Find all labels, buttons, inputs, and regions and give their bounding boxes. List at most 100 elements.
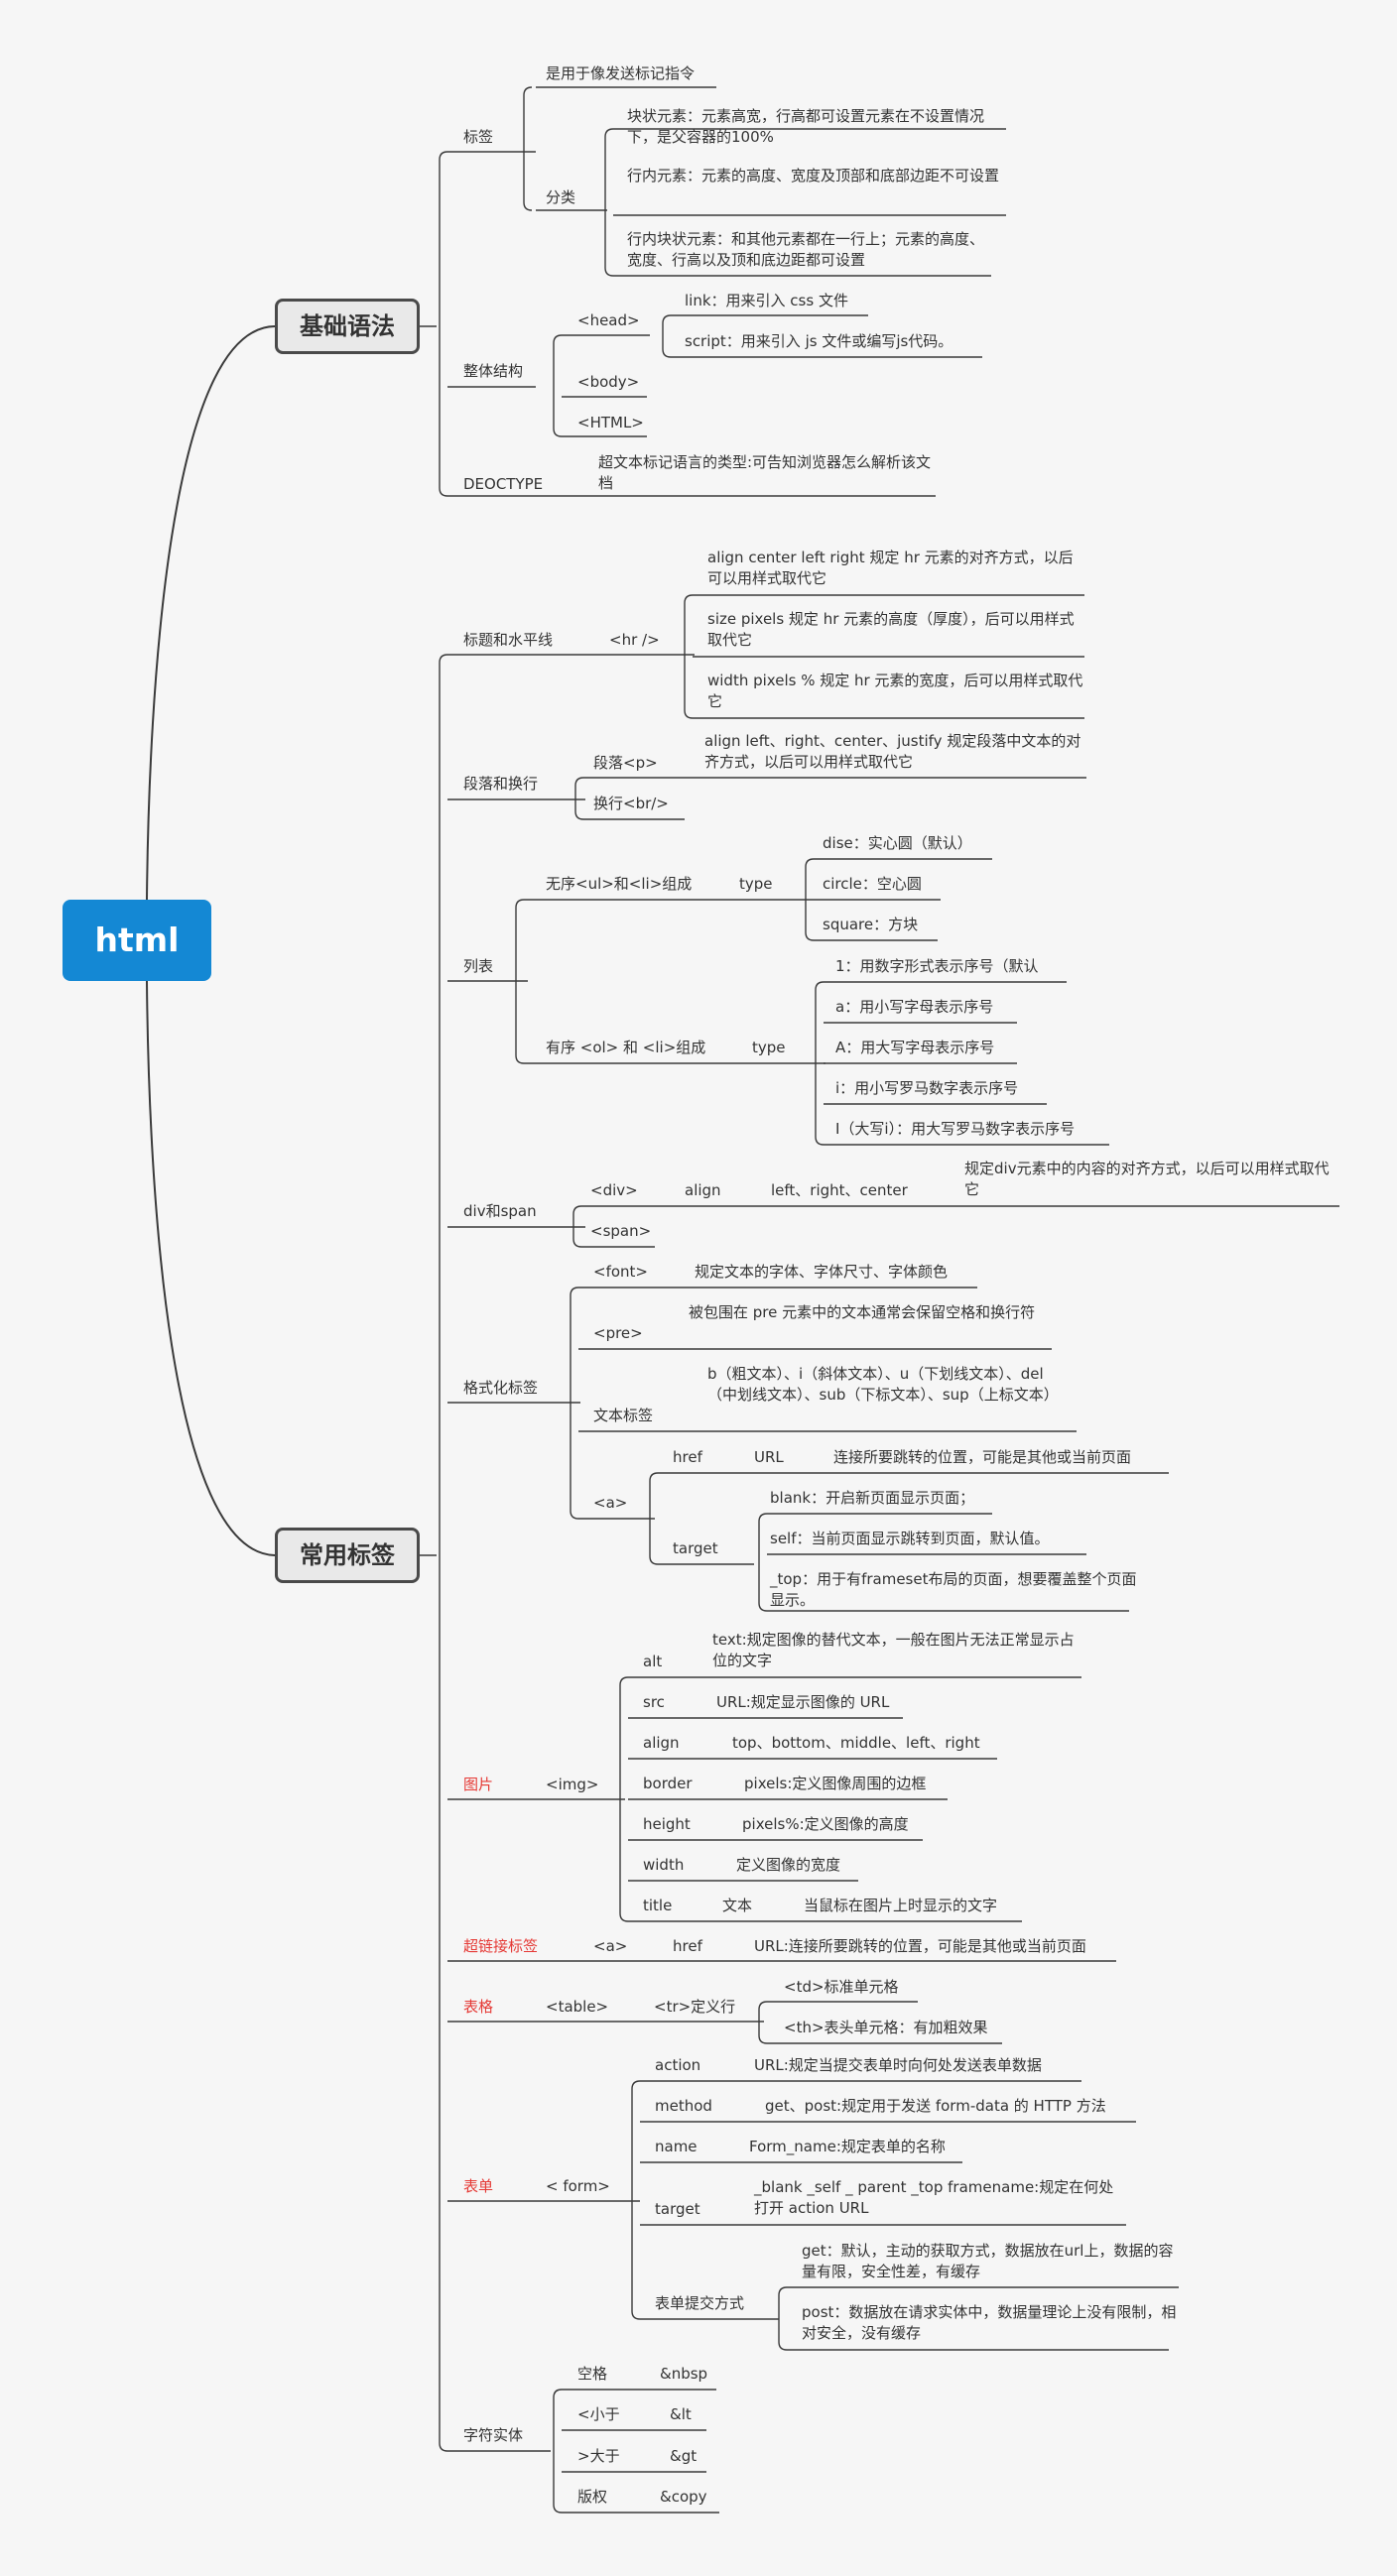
topic-common-tags[interactable]: 常用标签	[275, 1528, 420, 1583]
node-ol[interactable]: 有序 <ol> 和 <li>组成	[546, 1039, 706, 1056]
node-pre[interactable]: <pre>	[593, 1324, 643, 1342]
node-url[interactable]: URL	[754, 1448, 784, 1466]
node-get[interactable]: get：默认，主动的获取方式，数据放在url上，数据的容量有限，安全性差，有缓存	[802, 2242, 1174, 2280]
node-structure[interactable]: 整体结构	[463, 362, 524, 380]
node-table[interactable]: <table>	[546, 1998, 609, 2016]
node-span[interactable]: <span>	[590, 1222, 652, 1240]
node-copy-code[interactable]: &copy	[660, 2488, 707, 2506]
node-target[interactable]: target	[673, 1539, 718, 1557]
node-heading[interactable]: 标题和水平线	[463, 631, 554, 649]
node-top[interactable]: _top：用于有frameset布局的页面，想要覆盖整个页面显示。	[770, 1570, 1137, 1609]
node-font[interactable]: <font>	[593, 1263, 648, 1281]
node-category[interactable]: 分类	[546, 188, 576, 206]
node-tr[interactable]: <tr>定义行	[654, 1998, 736, 2016]
node-html-tag[interactable]: <HTML>	[577, 414, 644, 431]
node-list[interactable]: 列表	[463, 957, 494, 975]
node-alt-desc[interactable]: text:规定图像的替代文本，一般在图片无法正常显示占位的文字	[712, 1631, 1075, 1669]
node-ol-1[interactable]: 1：用数字形式表示序号（默认	[835, 957, 1039, 975]
node-title-text[interactable]: 文本	[722, 1897, 753, 1914]
node-copy[interactable]: 版权	[577, 2488, 608, 2506]
node-ol-A[interactable]: A：用大写字母表示序号	[835, 1039, 995, 1056]
node-tags[interactable]: 标签	[463, 128, 494, 146]
node-body[interactable]: <body>	[577, 373, 640, 391]
node-method-desc[interactable]: get、post:规定用于发送 form-data 的 HTTP 方法	[765, 2097, 1106, 2115]
node-title-desc[interactable]: 当鼠标在图片上时显示的文字	[804, 1897, 998, 1914]
node-ol-type[interactable]: type	[752, 1039, 786, 1056]
node-lt[interactable]: <小于	[577, 2405, 620, 2423]
node-action[interactable]: action	[655, 2056, 701, 2074]
node-gt-code[interactable]: &gt	[670, 2447, 698, 2465]
node-text-tags-desc[interactable]: b（粗文本）、i（斜体文本）、u（下划线文本）、del （中划线文本）、sub（…	[707, 1365, 1059, 1404]
node-hr-width[interactable]: width pixels % 规定 hr 元素的宽度，后可以用样式取代它	[707, 672, 1083, 710]
node-div-desc[interactable]: 规定div元素中的内容的对齐方式，以后可以用样式取代它	[964, 1160, 1330, 1198]
node-text-tags[interactable]: 文本标签	[593, 1407, 654, 1424]
node-head[interactable]: <head>	[577, 311, 640, 329]
node-alt[interactable]: alt	[643, 1653, 663, 1670]
node-hyper-desc[interactable]: URL:连接所要跳转的位置，可能是其他或当前页面	[754, 1937, 1086, 1955]
node-src[interactable]: src	[643, 1693, 665, 1711]
node-ol-i[interactable]: i：用小写罗马数字表示序号	[835, 1079, 1019, 1097]
node-img[interactable]: <img>	[546, 1776, 599, 1793]
node-inline-block-element[interactable]: 行内块状元素：和其他元素都在一行上；元素的高度、宽度、行高以及顶和底边距都可设置	[627, 230, 985, 269]
node-post[interactable]: post：数据放在请求实体中，数据量理论上没有限制，相对安全，没有缓存	[802, 2303, 1177, 2342]
node-form-target[interactable]: target	[655, 2200, 700, 2218]
node-circle[interactable]: circle：空心圆	[823, 875, 922, 893]
node-width-desc[interactable]: 定义图像的宽度	[736, 1856, 841, 1874]
node-square[interactable]: square：方块	[823, 916, 919, 933]
node-space-code[interactable]: &nbsp	[660, 2365, 708, 2383]
node-space[interactable]: 空格	[577, 2365, 608, 2383]
node-th[interactable]: <th>表头单元格：有加粗效果	[784, 2019, 988, 2036]
node-p-desc[interactable]: align left、right、center、justify 规定段落中文本的…	[704, 732, 1081, 771]
node-img-align-desc[interactable]: top、bottom、middle、left、right	[732, 1734, 980, 1752]
node-tags-desc[interactable]: 是用于像发送标记指令	[546, 64, 696, 82]
node-url-desc[interactable]: 连接所要跳转的位置，可能是其他或当前页面	[833, 1448, 1132, 1466]
node-src-desc[interactable]: URL:规定显示图像的 URL	[716, 1693, 890, 1711]
topic-basic-syntax[interactable]: 基础语法	[275, 299, 420, 354]
node-ul-type[interactable]: type	[739, 875, 773, 893]
node-height-desc[interactable]: pixels%:定义图像的高度	[742, 1815, 909, 1833]
node-disc[interactable]: dise：实心圆（默认）	[823, 834, 972, 852]
node-hr[interactable]: <hr />	[609, 631, 660, 649]
node-pre-desc[interactable]: 被包围在 pre 元素中的文本通常会保留空格和换行符	[689, 1303, 1036, 1321]
root-node[interactable]: html	[63, 900, 211, 981]
node-width[interactable]: width	[643, 1856, 685, 1874]
node-hyper-a[interactable]: <a>	[593, 1937, 628, 1955]
node-border[interactable]: border	[643, 1775, 693, 1792]
node-link[interactable]: link：用来引入 css 文件	[685, 292, 848, 309]
node-hr-align[interactable]: align center left right 规定 hr 元素的对齐方式，以后…	[707, 549, 1074, 587]
node-ol-a[interactable]: a：用小写字母表示序号	[835, 998, 994, 1016]
node-form-target-desc[interactable]: _blank _self _ parent _top framename:规定在…	[754, 2178, 1114, 2217]
node-script[interactable]: script：用来引入 js 文件或编写js代码。	[685, 332, 953, 350]
node-self[interactable]: self：当前页面显示跳转到页面，默认值。	[770, 1530, 1050, 1547]
node-submit[interactable]: 表单提交方式	[655, 2294, 745, 2312]
node-inline-element[interactable]: 行内元素：元素的高度、宽度及顶部和底部边距不可设置	[627, 167, 1000, 184]
node-td[interactable]: <td>标准单元格	[784, 1978, 899, 1996]
node-action-desc[interactable]: URL:规定当提交表单时向何处发送表单数据	[754, 2056, 1042, 2074]
node-blank[interactable]: blank：开启新页面显示页面；	[770, 1489, 975, 1507]
node-img-align[interactable]: align	[643, 1734, 680, 1752]
node-ul[interactable]: 无序<ul>和<li>组成	[546, 875, 693, 893]
node-hr-size[interactable]: size pixels 规定 hr 元素的高度（厚度），后可以用样式取代它	[707, 610, 1075, 649]
node-name[interactable]: name	[655, 2138, 698, 2155]
node-form-label[interactable]: 表单	[463, 2177, 494, 2195]
node-image[interactable]: 图片	[463, 1776, 494, 1793]
node-font-desc[interactable]: 规定文本的字体、字体尺寸、字体颜色	[695, 1263, 949, 1281]
node-p[interactable]: 段落<p>	[593, 754, 658, 772]
node-format[interactable]: 格式化标签	[463, 1379, 539, 1397]
node-form[interactable]: < form>	[546, 2177, 610, 2195]
node-doctype[interactable]: DEOCTYPE	[463, 475, 544, 493]
node-title-attr[interactable]: title	[643, 1897, 673, 1914]
node-ol-I[interactable]: I（大写i）：用大写罗马数字表示序号	[835, 1120, 1076, 1138]
node-href[interactable]: href	[673, 1448, 702, 1466]
node-hyperlink[interactable]: 超链接标签	[463, 1937, 539, 1955]
node-div-span[interactable]: div和span	[463, 1202, 537, 1220]
node-name-desc[interactable]: Form_name:规定表单的名称	[749, 2138, 946, 2155]
node-div-values[interactable]: left、right、center	[771, 1181, 908, 1199]
node-div[interactable]: <div>	[590, 1181, 638, 1199]
node-height[interactable]: height	[643, 1815, 691, 1833]
node-border-desc[interactable]: pixels:定义图像周围的边框	[744, 1775, 927, 1792]
node-doctype-desc[interactable]: 超文本标记语言的类型:可告知浏览器怎么解析该文档	[598, 453, 932, 492]
node-br[interactable]: 换行<br/>	[593, 795, 669, 812]
node-table-label[interactable]: 表格	[463, 1998, 494, 2016]
node-div-align[interactable]: align	[685, 1181, 721, 1199]
